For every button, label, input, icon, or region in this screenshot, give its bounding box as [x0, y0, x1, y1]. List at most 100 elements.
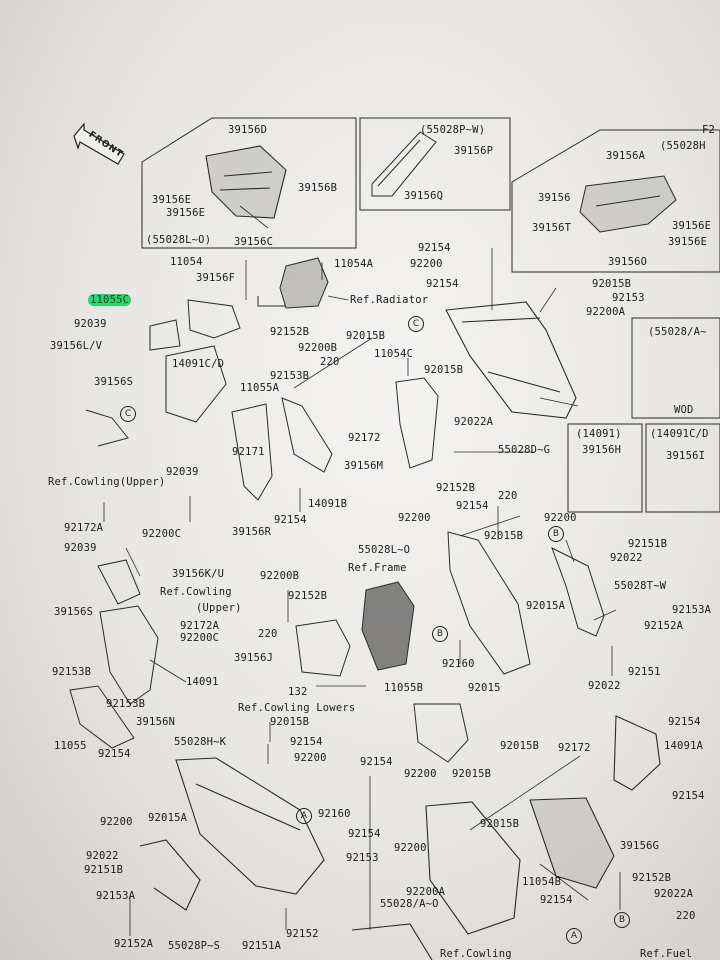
part-label: 55028P~S: [168, 940, 221, 952]
circle-callout-c: C: [408, 316, 424, 332]
variant-note: WOD: [674, 404, 694, 416]
part-label: 92154: [426, 278, 459, 290]
part-label: 39156E: [672, 220, 712, 232]
part-label: 39156A: [606, 150, 646, 162]
part-label: 92022: [610, 552, 643, 564]
part-label: 14091A: [664, 740, 704, 752]
part-label: 92022: [86, 850, 119, 862]
part-label: 92200: [544, 512, 577, 524]
part-label: 11054A: [334, 258, 374, 270]
part-label: 92039: [64, 542, 97, 554]
part-label: 92154: [98, 748, 131, 760]
part-label: 14091B: [308, 498, 348, 510]
part-label: 39156M: [344, 460, 384, 472]
part-label: 39156E: [166, 207, 206, 219]
part-label: 92151B: [628, 538, 668, 550]
part-label: 92015B: [270, 716, 310, 728]
part-cowling-lower-right: [351, 715, 661, 960]
part-label: 39156D: [228, 124, 268, 136]
part-label: 92200C: [142, 528, 182, 540]
part-cowling-right: [445, 301, 577, 419]
part-label: 39156S: [94, 376, 134, 388]
part-label: 92015B: [424, 364, 464, 376]
part-label: 92152B: [632, 872, 672, 884]
part-side-panel-upper: [85, 299, 241, 447]
part-label: 14091: [186, 676, 219, 688]
part-label: 92154: [348, 828, 381, 840]
part-label: 92200: [410, 258, 443, 270]
part-frame: [361, 581, 415, 671]
part-label: 55028/A~O: [380, 898, 439, 910]
part-label: 11054C: [374, 348, 414, 360]
reference-label: Ref.Cowling: [160, 586, 232, 598]
part-label: 92172: [348, 432, 381, 444]
part-label: 92015: [468, 682, 501, 694]
inset-box-right-small-1: [567, 423, 643, 513]
part-label: 92153: [346, 852, 379, 864]
part-label: 92154: [456, 500, 489, 512]
part-label: 39156O: [608, 256, 648, 268]
part-label: 39156L/V: [50, 340, 103, 352]
part-label: 11055B: [384, 682, 424, 694]
part-label: 11055A: [240, 382, 280, 394]
front-arrow-icon: [73, 122, 125, 165]
variant-note: (55028/A~: [648, 326, 707, 338]
part-vent-bracket: [371, 131, 437, 197]
front-direction-arrow: FRONT: [72, 122, 126, 172]
part-label: 220: [676, 910, 696, 922]
part-label: 39156S: [54, 606, 94, 618]
part-label: 92015B: [484, 530, 524, 542]
part-label: 14091C/D: [172, 358, 225, 370]
part-label: 92200: [398, 512, 431, 524]
reference-label: Ref.Radiator: [350, 294, 429, 306]
part-label: 39156K/U: [172, 568, 225, 580]
variant-note: (55028H: [660, 140, 706, 152]
part-inner-duct: [231, 377, 439, 501]
part-label: 39156E: [152, 194, 192, 206]
part-label: 92172A: [64, 522, 104, 534]
part-fairing-duct: [579, 175, 677, 233]
part-lower-panel: [413, 703, 469, 763]
inset-box-right-mid: [631, 317, 720, 419]
part-label: 92200: [404, 768, 437, 780]
reference-label: Ref.Cowling: [440, 948, 512, 960]
part-label: 92200A: [406, 886, 446, 898]
part-label: 39156: [538, 192, 571, 204]
circle-callout-b: B: [614, 912, 630, 928]
part-label: 39156T: [532, 222, 572, 234]
inset-box-right-small-2: [645, 423, 720, 513]
part-label: 92153: [612, 292, 645, 304]
part-label: 55028H~K: [174, 736, 227, 748]
reference-label: (Upper): [196, 602, 242, 614]
part-label: 92152B: [270, 326, 310, 338]
circle-callout-a: A: [296, 808, 312, 824]
part-label: 220: [498, 490, 518, 502]
part-label: 11055: [54, 740, 87, 752]
leader-lines: [103, 205, 621, 936]
part-label: 92015A: [526, 600, 566, 612]
part-label: 39156R: [232, 526, 272, 538]
part-label: 92015B: [346, 330, 386, 342]
part-label: 92153B: [270, 370, 310, 382]
part-label: 92154: [672, 790, 705, 802]
part-label: 220: [320, 356, 340, 368]
variant-note: (55028L~O): [146, 234, 212, 246]
part-label: 92152B: [288, 590, 328, 602]
part-label: 92200B: [260, 570, 300, 582]
part-label: 92153B: [106, 698, 146, 710]
part-label: 92154: [290, 736, 323, 748]
part-label: 92151: [628, 666, 661, 678]
part-cowling-lower-left: [139, 757, 325, 911]
circle-callout-a: A: [566, 928, 582, 944]
part-side-cover-right: [447, 531, 605, 675]
part-label: 92154: [418, 242, 451, 254]
part-label: 92015B: [480, 818, 520, 830]
part-label: 92153B: [52, 666, 92, 678]
part-label: 92200B: [298, 342, 338, 354]
part-label: 92015B: [592, 278, 632, 290]
part-label: 39156Q: [404, 190, 444, 202]
variant-note: (14091): [576, 428, 622, 440]
variant-note: (14091C/D: [650, 428, 709, 440]
part-label: 92160: [318, 808, 351, 820]
